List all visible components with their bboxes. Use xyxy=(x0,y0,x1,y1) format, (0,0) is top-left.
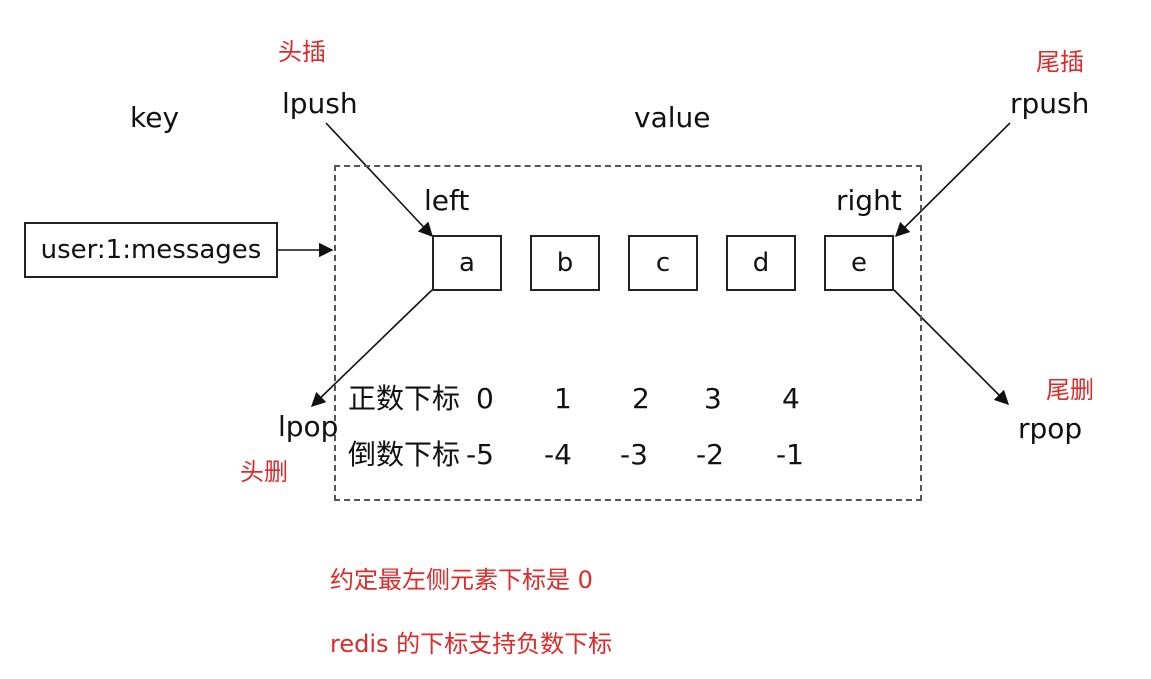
positive-index-label: 正数下标 xyxy=(348,382,461,415)
rpush-label: rpush xyxy=(1010,87,1090,120)
key-label: key xyxy=(130,101,180,134)
list-element-c: c xyxy=(628,235,698,291)
value-label: value xyxy=(634,101,711,134)
rpop-arrow xyxy=(893,289,1010,406)
list-element-e: e xyxy=(824,235,894,291)
list-element-a: a xyxy=(432,235,502,291)
tail-insert-label: 尾插 xyxy=(1036,48,1084,76)
value-list-container xyxy=(334,165,922,501)
negative-index-value: -1 xyxy=(776,438,804,471)
lpush-label: lpush xyxy=(282,87,358,120)
head-delete-label: 头删 xyxy=(240,458,288,486)
rpop-label: rpop xyxy=(1018,412,1083,445)
positive-index-value: 2 xyxy=(632,382,650,415)
key-box: user:1:messages xyxy=(24,222,278,278)
positive-index-value: 4 xyxy=(782,382,800,415)
tail-delete-label: 尾删 xyxy=(1046,376,1094,404)
list-element-d: d xyxy=(726,235,796,291)
negative-index-value: -3 xyxy=(620,438,648,471)
note-zero-index: 约定最左侧元素下标是 0 xyxy=(330,566,593,594)
negative-index-value: -5 xyxy=(466,438,494,471)
list-element-b: b xyxy=(530,235,600,291)
negative-index-label: 倒数下标 xyxy=(348,438,461,471)
negative-index-value: -2 xyxy=(696,438,724,471)
lpop-arrow xyxy=(310,289,433,408)
lpush-arrow xyxy=(325,122,433,238)
positive-index-value: 1 xyxy=(554,382,572,415)
lpop-label: lpop xyxy=(278,410,339,443)
positive-index-value: 3 xyxy=(704,382,722,415)
right-label: right xyxy=(836,184,902,217)
left-label: left xyxy=(424,184,470,217)
head-insert-label: 头插 xyxy=(278,38,326,66)
note-negative-index: redis 的下标支持负数下标 xyxy=(330,630,613,658)
positive-index-value: 0 xyxy=(476,382,494,415)
rpush-arrow xyxy=(894,122,1011,238)
negative-index-value: -4 xyxy=(544,438,572,471)
